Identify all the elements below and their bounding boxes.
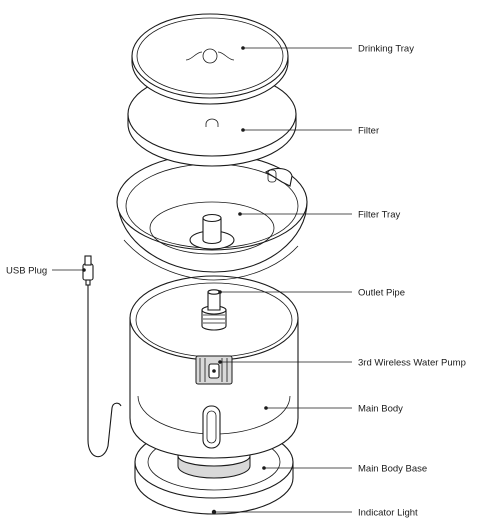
label-main-body: Main Body — [358, 404, 403, 415]
label-filter: Filter — [358, 126, 379, 137]
label-indicator-light: Indicator Light — [358, 508, 418, 519]
outlet-pipe — [201, 289, 227, 331]
usb-cable — [82, 255, 122, 458]
label-filter-tray: Filter Tray — [358, 210, 400, 221]
water-pump — [195, 355, 233, 385]
label-usb-plug: USB Plug — [6, 266, 47, 277]
leader-lines — [52, 46, 352, 513]
label-outlet-pipe: Outlet Pipe — [358, 288, 405, 299]
main-body — [129, 275, 299, 459]
label-water-pump: 3rd Wireless Water Pump — [358, 358, 466, 369]
usb-plug — [82, 255, 94, 286]
label-drinking-tray: Drinking Tray — [358, 44, 414, 55]
drinking-tray — [131, 13, 289, 105]
filter-tray — [116, 153, 308, 281]
water-level-window — [202, 405, 221, 449]
label-main-body-base: Main Body Base — [358, 464, 427, 475]
